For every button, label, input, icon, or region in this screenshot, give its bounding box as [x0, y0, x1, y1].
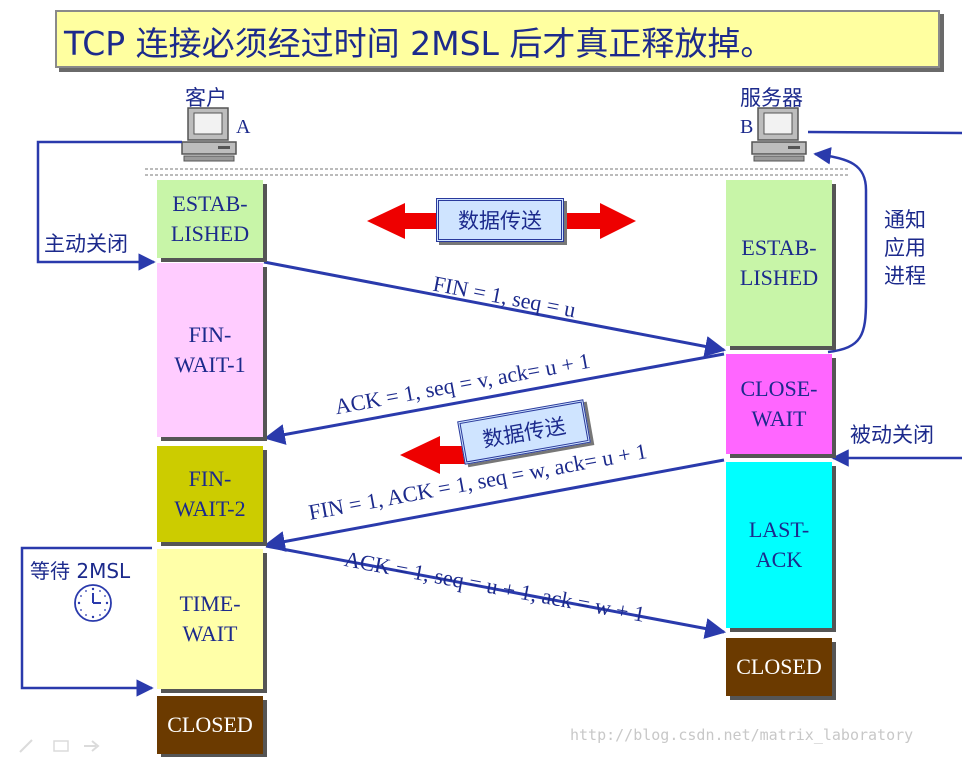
server-state-last-ack: LAST- ACK	[726, 462, 832, 628]
ack-arrow	[263, 352, 725, 445]
server-state-close-wait: CLOSE- WAIT	[726, 354, 832, 454]
client-state-time-wait: TIME- WAIT	[157, 549, 263, 689]
wait-2msl-connector	[20, 546, 154, 697]
notify-app-label: 通知 应用 进程	[884, 208, 926, 288]
notify-app-connector	[813, 147, 868, 354]
page-title: TCP 连接必须经过时间 2MSL 后才真正释放掉。	[64, 24, 774, 63]
server-right-line	[807, 130, 962, 135]
client-label: 客户	[185, 86, 227, 110]
server-letter: B	[740, 116, 754, 138]
server-label: 服务器	[740, 86, 803, 110]
clock-icon	[74, 584, 112, 622]
active-close-label: 主动关闭	[44, 232, 128, 256]
client-letter: A	[236, 116, 251, 138]
passive-close-label: 被动关闭	[850, 423, 934, 447]
server-state-closed: CLOSED	[726, 638, 832, 696]
active-close-connector	[36, 140, 182, 271]
client-state-fin-wait-1: FIN- WAIT-1	[157, 263, 263, 437]
server-state-established: ESTAB- LISHED	[726, 180, 832, 346]
final-ack-arrow	[265, 544, 727, 639]
slide-toolbar	[19, 739, 100, 753]
fin-ack-arrow	[263, 458, 725, 552]
data-transfer-label-top: 数据传送	[436, 198, 564, 242]
wait-2msl-label: 等待 2MSL	[30, 559, 131, 583]
client-state-established: ESTAB- LISHED	[157, 180, 263, 258]
title-banner	[55, 10, 940, 68]
data-transfer-left-arrow	[400, 436, 470, 474]
fin-arrow	[263, 260, 727, 357]
client-state-fin-wait-2: FIN- WAIT-2	[157, 446, 263, 542]
client-state-closed: CLOSED	[157, 696, 263, 754]
watermark: http://blog.csdn.net/matrix_laboratory	[570, 726, 914, 744]
server-computer-icon	[751, 107, 807, 162]
client-computer-icon	[181, 107, 237, 162]
